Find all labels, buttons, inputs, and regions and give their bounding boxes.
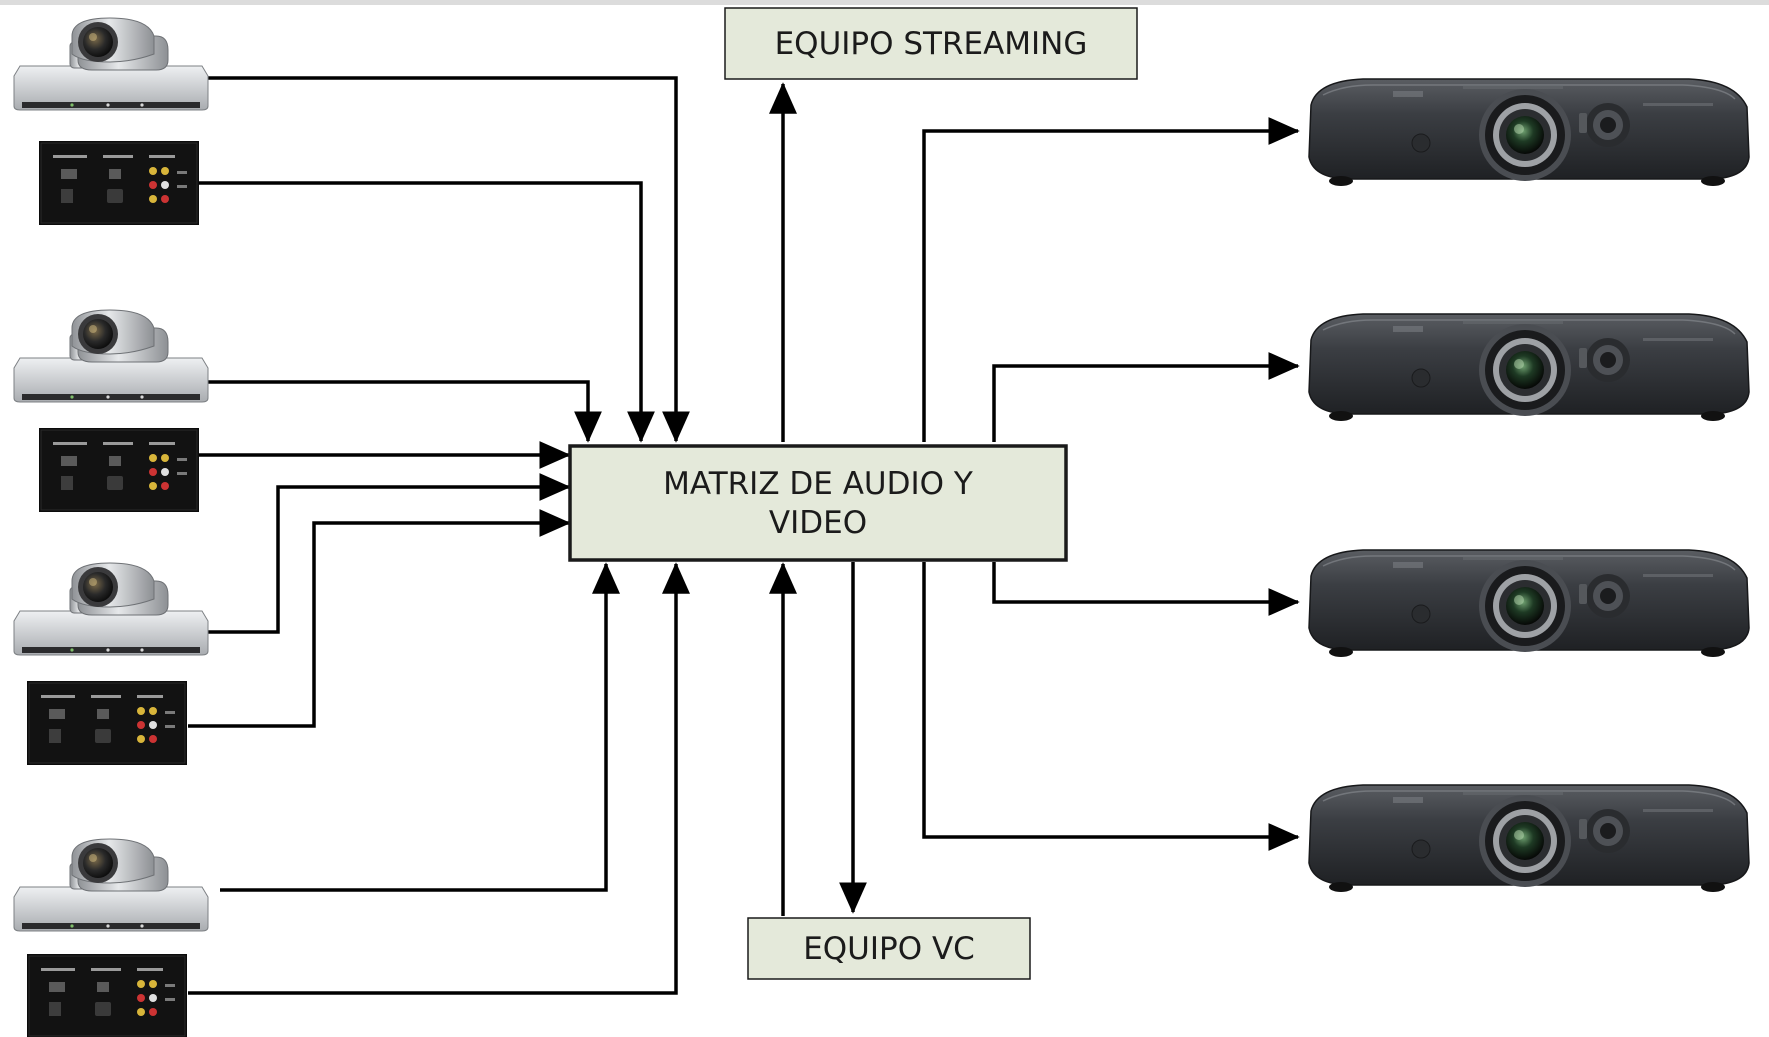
camera-2-icon — [13, 309, 209, 403]
streaming-node: EQUIPO STREAMING — [724, 7, 1138, 80]
streaming-label: EQUIPO STREAMING — [775, 26, 1088, 62]
connectors — [188, 76, 1300, 995]
wall-panel-2-icon — [38, 427, 200, 513]
connector-camera-4-to-matrix — [220, 562, 620, 892]
vc-node: EQUIPO VC — [747, 917, 1031, 980]
connector-panel-3-to-matrix — [188, 509, 571, 728]
camera-1-icon — [13, 17, 209, 111]
connector-panel-1-to-matrix — [198, 181, 655, 443]
connector-matrix-to-projector-2 — [992, 352, 1300, 442]
connector-matrix-to-projector-3 — [992, 562, 1300, 616]
connector-camera-1-to-matrix — [206, 76, 690, 443]
connector-panel-4-to-matrix — [188, 562, 690, 995]
matrix-box — [568, 444, 1068, 562]
vc-label: EQUIPO VC — [803, 931, 975, 967]
streaming-box — [724, 7, 1138, 80]
wall-panel-4-icon — [26, 953, 188, 1037]
matrix-label-line2: VIDEO — [769, 505, 867, 541]
matrix-node: MATRIZ DE AUDIO Y VIDEO — [568, 444, 1068, 562]
connector-camera-3-to-matrix — [200, 473, 571, 634]
matrix-label-line1: MATRIZ DE AUDIO Y — [663, 466, 973, 502]
projector-2-icon — [1308, 313, 1750, 422]
wall-panel-1-icon — [38, 140, 200, 226]
projector-3-icon — [1308, 549, 1750, 658]
projector-4-icon — [1308, 784, 1750, 893]
vc-box — [747, 917, 1031, 980]
connector-camera-2-to-matrix — [200, 380, 602, 443]
camera-3-icon — [13, 562, 209, 656]
projector-1-icon — [1308, 78, 1750, 187]
camera-4-icon — [13, 838, 209, 932]
top-border — [0, 0, 1769, 5]
connector-matrix-to-projector-4 — [922, 562, 1300, 851]
wall-panel-3-icon — [26, 680, 188, 766]
connector-matrix-to-projector-1 — [922, 117, 1300, 442]
